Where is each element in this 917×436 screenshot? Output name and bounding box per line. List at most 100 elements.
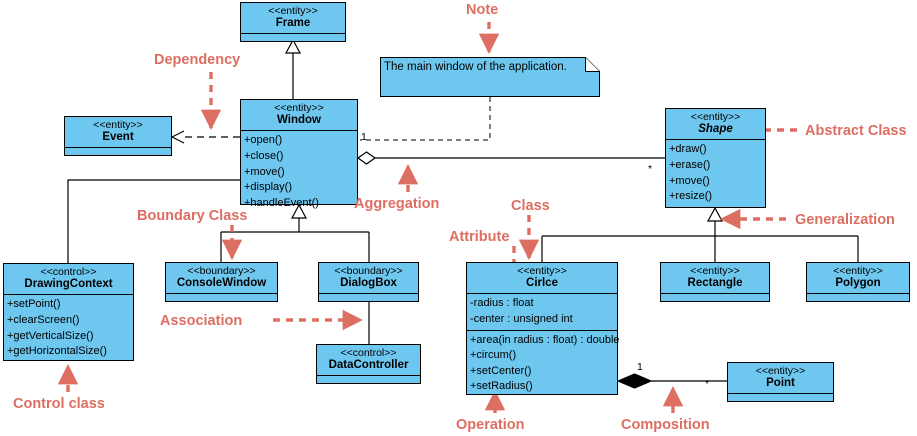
class-empty-compartment-polygon <box>807 294 909 305</box>
attribute-row: -center : unsigned int <box>470 312 573 325</box>
class-empty-compartment-point <box>728 394 833 405</box>
class-header-polygon: <<entity>>Polygon <box>807 263 909 295</box>
class-header-window: <<entity>>Window <box>241 100 357 132</box>
uml-class-event[interactable]: <<entity>>Event <box>64 116 172 156</box>
class-stereotype-circle: <<entity>> <box>517 265 567 277</box>
note-anchor-window <box>360 97 491 141</box>
class-stereotype-point: <<entity>> <box>755 365 806 377</box>
operation-row: +getHorizontalSize() <box>7 345 107 358</box>
multiplicity-label: * <box>705 378 710 390</box>
uml-class-circle[interactable]: <<entity>>Cirlce -radius : float -center :… <box>466 262 620 397</box>
class-name-point: Point <box>766 377 795 390</box>
class-header-point: <<entity>>Point <box>728 363 833 395</box>
class-operations-window: +open() +close() +move() +display() +handleE… <box>241 131 357 213</box>
operation-row: +setPoint() <box>7 298 61 311</box>
operation-row: +move() <box>669 174 710 187</box>
operation-row: +open() <box>244 134 283 147</box>
class-name-frame: Frame <box>275 17 311 30</box>
class-name-drawingcontext: DrawingContext <box>24 278 113 291</box>
class-name-circle: Cirlce <box>526 277 558 290</box>
class-empty-compartment-datacontroller <box>317 376 420 387</box>
class-name-dialogbox: DialogBox <box>340 277 397 290</box>
class-stereotype-polygon: <<entity>> <box>833 265 883 277</box>
annotation-aggregation: Aggregation <box>354 196 440 212</box>
dependency-window-event <box>171 130 240 144</box>
annotation-note: Note <box>466 2 499 18</box>
class-empty-compartment-consolewindow <box>166 294 277 305</box>
generalization-boundary-window <box>220 203 370 262</box>
operation-row: +resize() <box>669 190 713 203</box>
class-operations-drawingcontext: +setPoint()+clearScreen()+getVerticalSiz… <box>4 295 133 361</box>
uml-class-datacontroller[interactable]: <<control>>DataController <box>316 344 421 384</box>
operation-row: +setRadius() <box>470 380 533 393</box>
class-stereotype-datacontroller: <<control>> <box>340 347 397 359</box>
operation-row: +setCenter() <box>470 364 532 377</box>
class-empty-compartment-rectangle <box>661 294 769 305</box>
operation-row: +clearScreen() <box>7 313 80 326</box>
class-header-rectangle: <<entity>>Rectangle <box>661 263 769 295</box>
class-operations-shape: +draw() +erase() +move() +resize() <box>666 140 765 206</box>
class-stereotype-shape: <<entity>> <box>690 111 741 123</box>
uml-class-dialogbox[interactable]: <<boundary>>DialogBox <box>318 262 419 302</box>
uml-class-rectangle[interactable]: <<entity>>Rectangle <box>660 262 770 302</box>
operation-row: +erase() <box>669 158 711 171</box>
operation-row: +draw() <box>669 143 707 156</box>
annotation-class: Class <box>511 198 550 214</box>
multiplicity-label: 1 <box>361 131 367 143</box>
note-shape <box>380 57 600 97</box>
class-empty-compartment-event <box>65 148 171 159</box>
multiplicity-label: 1 <box>637 361 643 373</box>
class-operations-circle: +area(in radius : float) : double +circum… <box>467 331 620 397</box>
operation-row: +close() <box>244 149 284 162</box>
class-stereotype-rectangle: <<entity>> <box>690 265 740 277</box>
class-stereotype-consolewindow: <<boundary>> <box>187 265 256 277</box>
class-empty-compartment-dialogbox <box>319 294 418 305</box>
aggregation-window-shape <box>356 151 665 165</box>
composition-circle-point <box>616 373 727 389</box>
annotation-dependency: Dependency <box>154 52 241 68</box>
class-attributes-circle: -radius : float -center : unsigned int <box>467 294 617 331</box>
class-header-shape: <<entity>>Shape <box>666 109 765 141</box>
association-drawingcontext-window <box>67 179 240 263</box>
class-name-rectangle: Rectangle <box>687 277 743 290</box>
uml-class-point[interactable]: <<entity>>Point <box>727 362 834 402</box>
annotation-boundary-class: Boundary Class <box>137 208 248 224</box>
class-header-consolewindow: <<boundary>>ConsoleWindow <box>166 263 277 295</box>
class-name-polygon: Polygon <box>835 277 881 290</box>
operation-row: +area(in radius : float) : double <box>470 333 620 346</box>
operation-row: +display() <box>244 181 292 194</box>
class-header-drawingcontext: <<control>>DrawingContext <box>4 264 133 296</box>
note-text: The main window of the application. <box>384 61 567 73</box>
operation-row: +circum() <box>470 349 517 362</box>
class-header-event: <<entity>>Event <box>65 117 171 149</box>
class-header-circle: <<entity>>Cirlce <box>467 263 617 295</box>
annotation-operation: Operation <box>456 417 525 433</box>
uml-class-consolewindow[interactable]: <<boundary>>ConsoleWindow <box>165 262 278 302</box>
uml-class-frame[interactable]: <<entity>>Frame <box>240 2 346 42</box>
uml-class-shape[interactable]: <<entity>>Shape +draw() +erase() +move() +re… <box>665 108 766 208</box>
class-stereotype-event: <<entity>> <box>93 119 143 131</box>
annotation-association: Association <box>160 313 243 329</box>
class-header-dialogbox: <<boundary>>DialogBox <box>319 263 418 295</box>
operation-row: +move() <box>244 165 285 178</box>
uml-class-polygon[interactable]: <<entity>>Polygon <box>806 262 910 302</box>
annotation-control-class: Control class <box>13 396 105 412</box>
note-box <box>380 57 600 97</box>
attribute-row: -radius : float <box>470 297 534 310</box>
multiplicity-label: * <box>648 163 653 175</box>
uml-class-drawingcontext[interactable]: <<control>>DrawingContext +setPoint() +cle… <box>3 263 134 361</box>
class-stereotype-window: <<entity>> <box>274 102 324 114</box>
class-name-shape: Shape <box>698 123 733 136</box>
class-header-datacontroller: <<control>>DataController <box>317 345 420 377</box>
uml-class-window[interactable]: <<entity>>Window +open() +close() +move() +d… <box>240 99 358 209</box>
annotation-generalization: Generalization <box>795 212 895 228</box>
annotation-composition: Composition <box>621 417 710 433</box>
annotation-abstract-class: Abstract Class <box>805 123 907 139</box>
class-stereotype-frame: <<entity>> <box>268 5 318 17</box>
operation-row: +handleEvent() <box>244 196 319 209</box>
annotation-attribute: Attribute <box>449 229 510 245</box>
class-empty-compartment-frame <box>241 34 345 45</box>
